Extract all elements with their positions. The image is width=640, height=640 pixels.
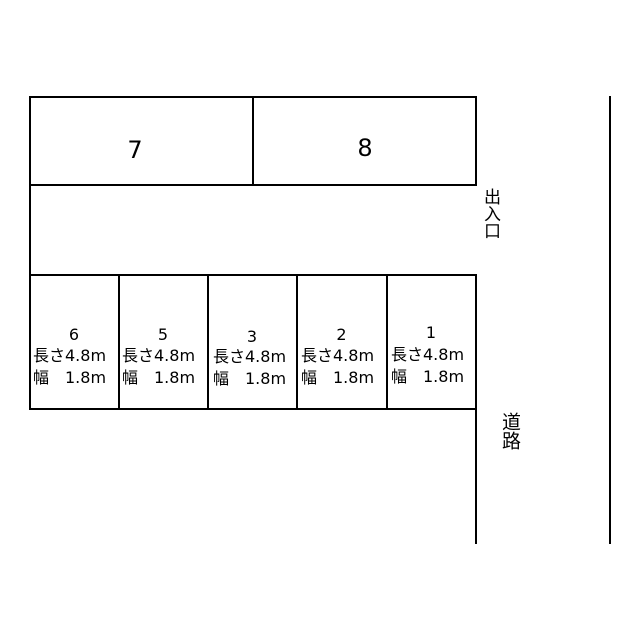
spot-2-length: 長さ4.8m — [301, 346, 375, 365]
spot-6-length: 長さ4.8m — [33, 346, 107, 365]
spot-2-width: 幅 1.8m — [301, 368, 375, 387]
spot-1-width: 幅 1.8m — [391, 367, 465, 386]
spot-divider — [296, 274, 298, 410]
spot-1-length: 長さ4.8m — [391, 345, 465, 364]
spot-6-number: 6 — [68, 325, 80, 344]
top-row-divider — [252, 96, 254, 186]
spot-divider — [207, 274, 209, 410]
entrance-label: 出入口 — [480, 188, 500, 239]
bottom-row-bottom-edge — [29, 408, 477, 410]
spot-divider — [118, 274, 120, 410]
left-boundary — [29, 96, 31, 410]
spot-divider — [386, 274, 388, 410]
spot-1-number: 1 — [425, 323, 437, 342]
spot-3-length: 長さ4.8m — [213, 347, 287, 366]
road-label: 道路 — [499, 412, 521, 450]
lot-8-label: 8 — [357, 134, 373, 162]
road-left-edge — [475, 274, 477, 544]
bottom-row-top-edge — [29, 274, 477, 276]
spot-3-number: 3 — [246, 327, 258, 346]
spot-3-width: 幅 1.8m — [213, 369, 287, 388]
spot-2-number: 2 — [336, 325, 347, 344]
spot-6-width: 幅 1.8m — [33, 368, 107, 387]
spot-5-width: 幅 1.8m — [122, 368, 196, 387]
spot-5-number: 5 — [157, 325, 169, 344]
road-right-edge — [609, 96, 611, 544]
top-row-right-edge — [475, 96, 477, 186]
spot-5-length: 長さ4.8m — [122, 346, 196, 365]
lot-7-label: 7 — [127, 136, 143, 164]
